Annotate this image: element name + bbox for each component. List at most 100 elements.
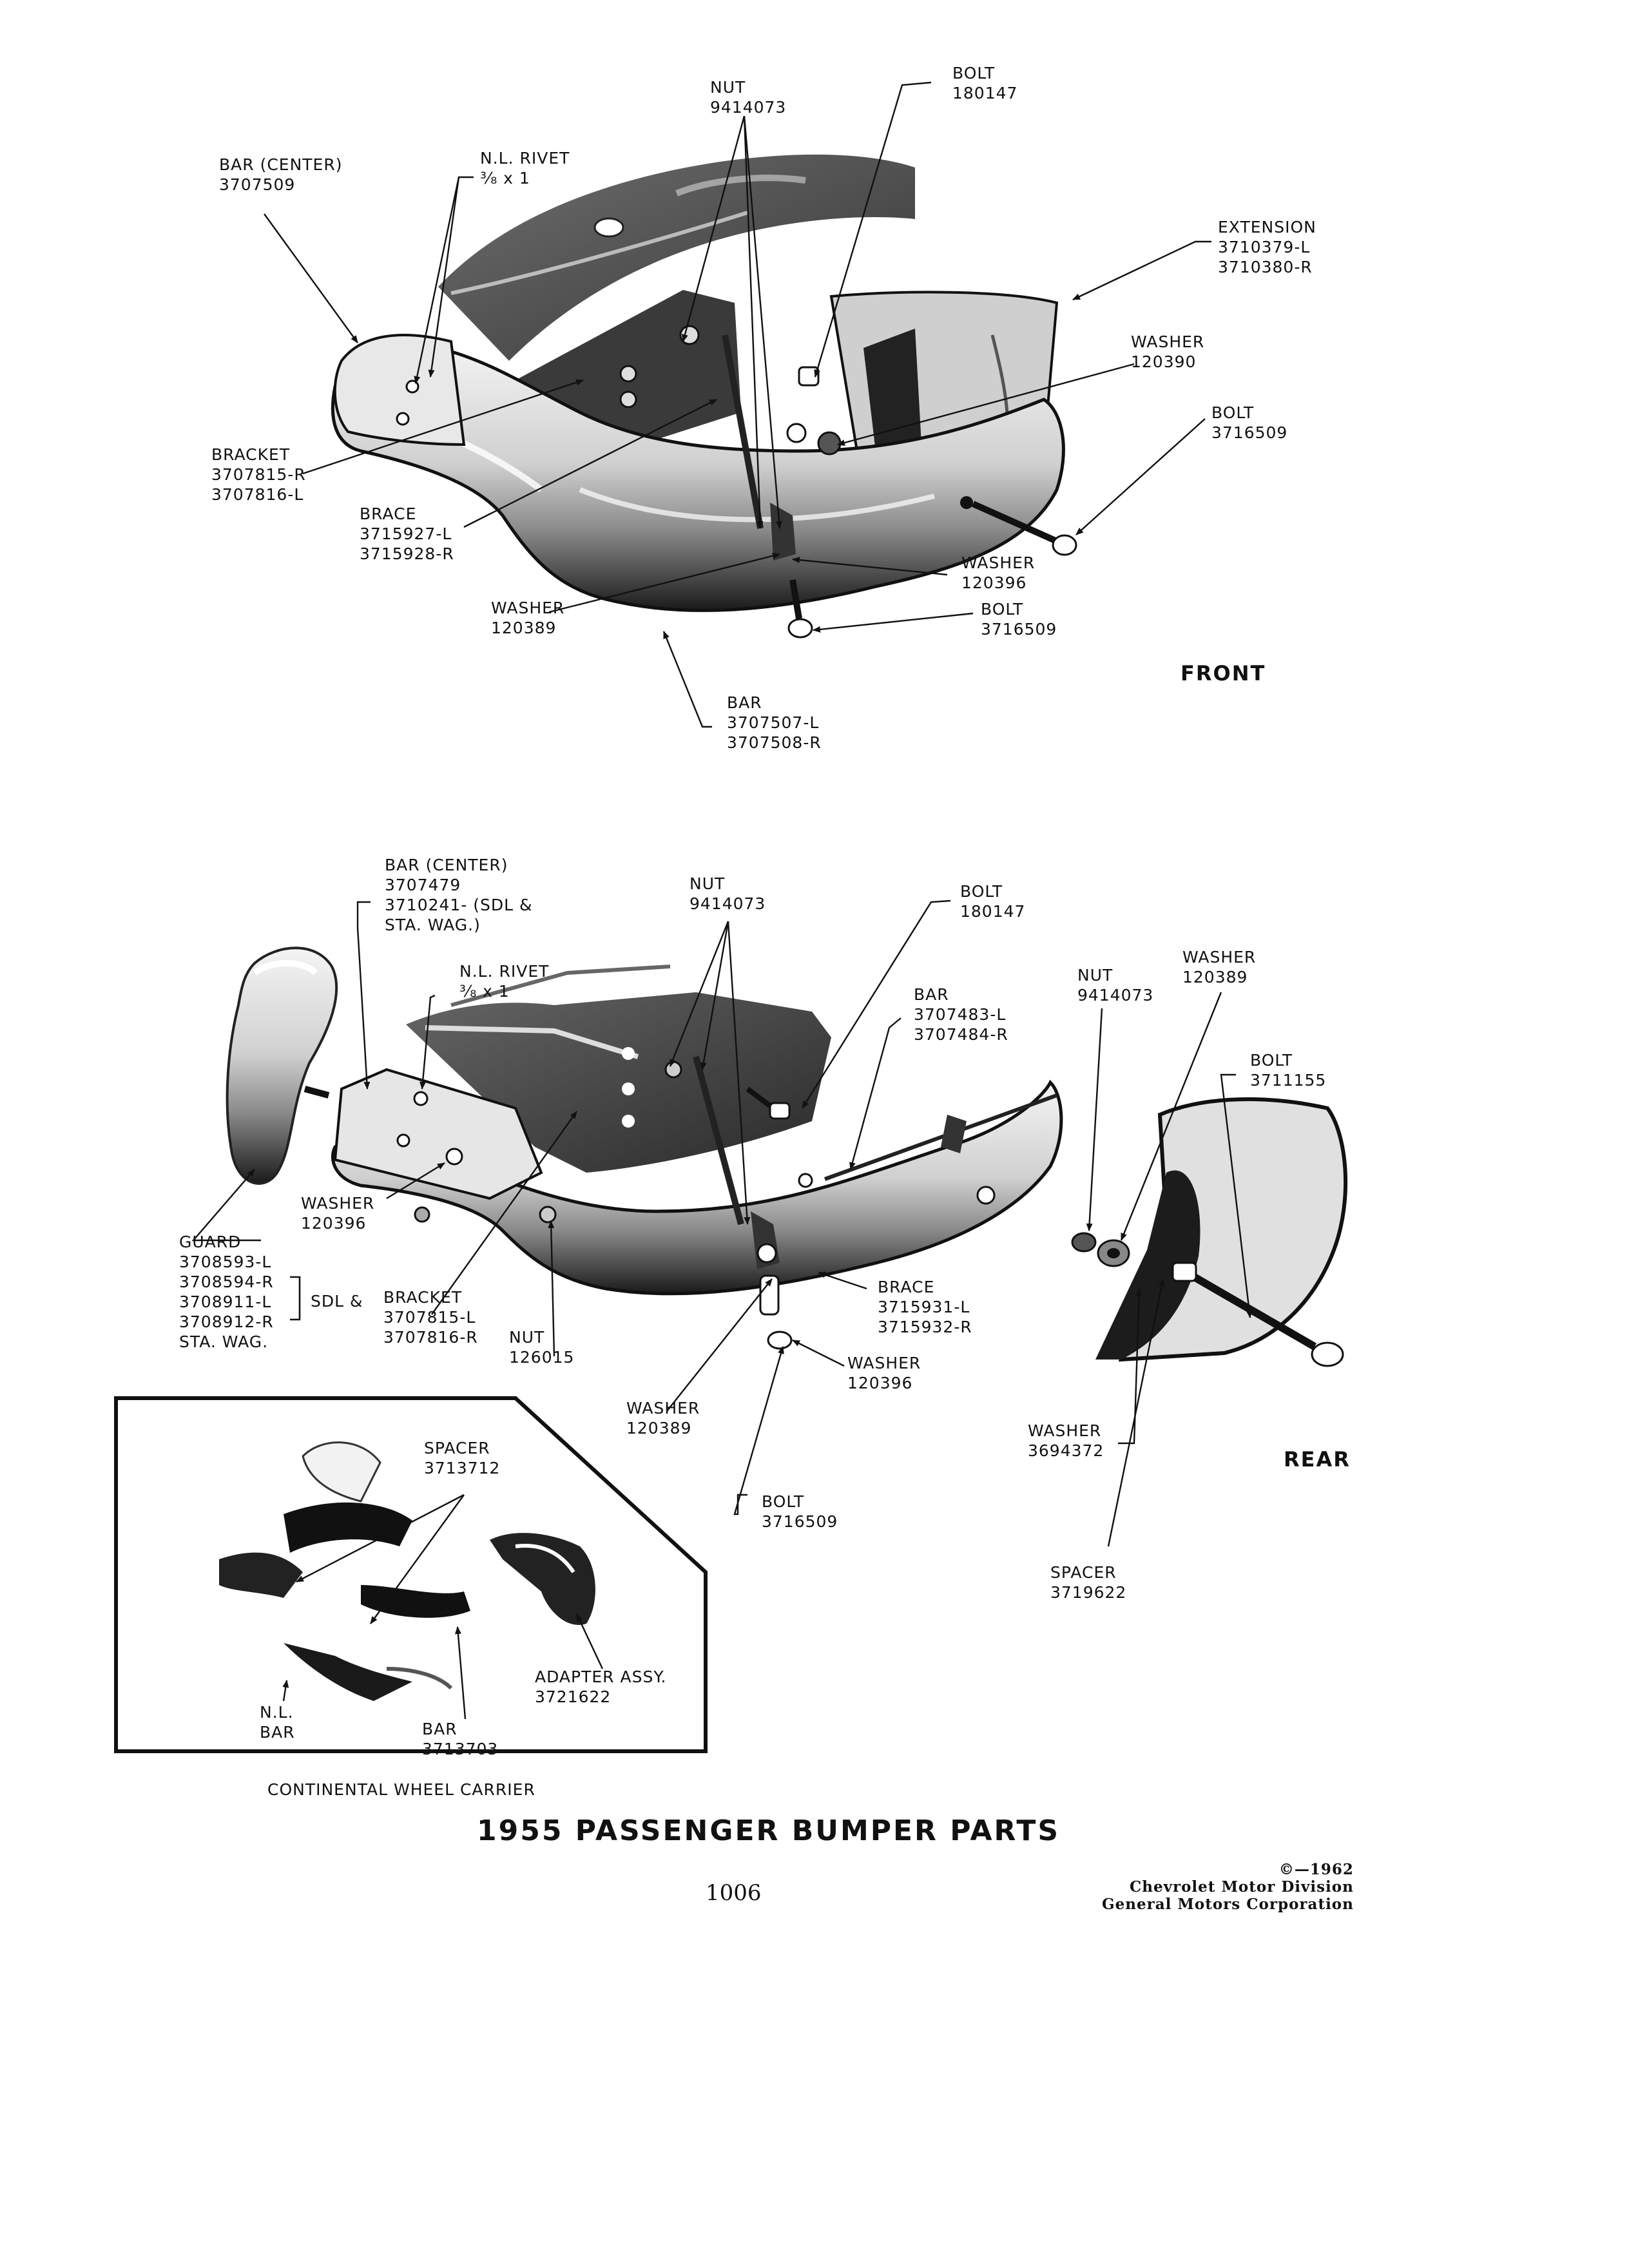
part-name: WASHER (1028, 1421, 1102, 1440)
front-extension-label: EXTENSION 3710379-L 3710380-R (1218, 217, 1316, 277)
copyright-notice: ©—1962 Chevrolet Motor Division General … (1102, 1861, 1354, 1913)
part-number: 3715928-R (360, 544, 454, 563)
part-name: BAR (422, 1720, 458, 1738)
part-name: WASHER (491, 599, 565, 617)
rear-bumper-bar (331, 1079, 1063, 1296)
part-name: EXTENSION (1218, 218, 1316, 236)
part-number: 120396 (847, 1374, 913, 1392)
part-number: 3708911-L (179, 1293, 272, 1311)
part-name: BAR (CENTER) (219, 155, 343, 174)
inset-spacer-label: SPACER 3713712 (424, 1438, 500, 1478)
part-number: 3707815-L (383, 1308, 476, 1327)
part-number: 120389 (491, 619, 557, 637)
part-name: BRACKET (211, 445, 291, 464)
part-number: 126015 (509, 1348, 575, 1367)
page-title: 1955 PASSENGER BUMPER PARTS (477, 1814, 1061, 1847)
part-name: BOLT (762, 1492, 805, 1511)
front-washer-120389-label: WASHER 120389 (491, 598, 564, 638)
part-name: BRACE (878, 1278, 935, 1296)
rear-washer-3694372-label: WASHER 3694372 (1028, 1421, 1104, 1461)
part-number: 3707507-L (727, 713, 820, 732)
part-number: 3713712 (424, 1459, 501, 1477)
part-number: 3711155 (1250, 1071, 1327, 1090)
part-name: WASHER (301, 1194, 375, 1213)
part-number: 3707815-R (211, 465, 306, 484)
rear-bolt-bottom-label: BOLT 3716509 (762, 1492, 838, 1532)
part-number: 3715927-L (360, 524, 452, 543)
part-name: WASHER (961, 553, 1036, 572)
inset-nl-bar-label: N.L. BAR (260, 1702, 295, 1742)
part-size: ³⁄₈ x 1 (480, 169, 530, 187)
part-number: 3715931-L (878, 1298, 970, 1316)
part-name: GUARD (179, 1233, 242, 1251)
part-number: 3713703 (422, 1740, 499, 1758)
part-name: NUT (710, 78, 746, 97)
part-note: STA. WAG. (179, 1332, 269, 1351)
rear-leader-lines (191, 899, 1253, 1547)
rear-washer-120396-label: WASHER 120396 (301, 1193, 374, 1233)
part-name: ADAPTER ASSY. (535, 1667, 667, 1686)
front-leader-lines (264, 81, 1211, 728)
front-bolt-top-label: BOLT 180147 (952, 63, 1017, 103)
part-note: STA. WAG.) (385, 916, 481, 934)
inset-leader-lines (282, 1494, 604, 1720)
rear-washer-120396-b-label: WASHER 120396 (847, 1353, 921, 1393)
part-number: 3716509 (1211, 423, 1288, 442)
part-number: 3708593-L (179, 1253, 272, 1271)
front-washer-120390-label: WASHER 120390 (1131, 332, 1204, 372)
part-note: N.L. (260, 1703, 294, 1722)
part-number: 120396 (961, 573, 1027, 592)
part-number: 3715932-R (878, 1318, 972, 1336)
rear-center-bar (333, 1068, 543, 1200)
rear-guard-label: GUARD 3708593-L 3708594-R 3708911-L 3708… (179, 1232, 274, 1352)
part-number: 3707484-R (914, 1025, 1008, 1044)
part-name: BOLT (1250, 1051, 1293, 1070)
part-number: 180147 (960, 902, 1026, 921)
part-name: WASHER (847, 1354, 921, 1372)
part-number: 9414073 (689, 894, 766, 913)
part-number: 9414073 (1077, 986, 1154, 1004)
part-name: WASHER (626, 1399, 700, 1418)
front-frame-rail (438, 154, 915, 361)
rear-washer-120389-label: WASHER 120389 (626, 1398, 700, 1438)
part-number: 3708594-R (179, 1273, 274, 1291)
part-name: SPACER (1050, 1563, 1117, 1582)
part-number: 3710379-L (1218, 238, 1311, 256)
part-name: BAR (CENTER) (385, 856, 508, 874)
part-name: NUT (689, 874, 726, 893)
rear-guard (226, 947, 338, 1185)
part-number: 3716509 (762, 1512, 838, 1531)
rear-bar-center-label: BAR (CENTER) 3707479 3710241- (SDL & STA… (385, 855, 533, 935)
rear-brace-label: BRACE 3715931-L 3715932-R (878, 1277, 972, 1337)
part-number: 3707479 (385, 876, 461, 894)
inset-adapter-label: ADAPTER ASSY. 3721622 (535, 1667, 666, 1707)
part-name: N.L. RIVET (480, 149, 570, 168)
part-name: BOLT (1211, 403, 1255, 422)
part-name: NUT (1077, 966, 1113, 985)
copyright-division: Chevrolet Motor Division (1129, 1878, 1354, 1896)
front-washer-120396-label: WASHER 120396 (961, 553, 1035, 593)
part-name: BOLT (981, 600, 1024, 619)
part-number: 3710241- (SDL & (385, 896, 533, 914)
part-name: SPACER (424, 1439, 490, 1457)
rear-bracket-label: BRACKET 3707815-L 3707816-R (383, 1287, 478, 1347)
part-name: BAR (727, 693, 762, 712)
front-bumper-bar (331, 341, 1065, 612)
part-size: ³⁄₈ x 1 (459, 982, 510, 1001)
front-rivet-label: N.L. RIVET ³⁄₈ x 1 (480, 148, 570, 188)
rear-section-tag: REAR (1284, 1447, 1351, 1472)
part-number: 180147 (952, 84, 1018, 102)
rear-washer-side-label: WASHER 120389 (1182, 947, 1256, 987)
part-name: BRACKET (383, 1288, 463, 1307)
copyright-year: ©—1962 (1278, 1861, 1354, 1878)
front-bolt-right-label: BOLT 3716509 (1211, 403, 1287, 443)
part-number: 3707483-L (914, 1005, 1007, 1024)
part-name: BAR (914, 985, 949, 1004)
rear-bolt-side-label: BOLT 3711155 (1250, 1050, 1326, 1090)
part-number: 3721622 (535, 1687, 612, 1706)
part-number: 3708912-R (179, 1312, 274, 1331)
copyright-corporation: General Motors Corporation (1102, 1896, 1354, 1913)
rear-spacer-label: SPACER 3719622 (1050, 1562, 1126, 1602)
